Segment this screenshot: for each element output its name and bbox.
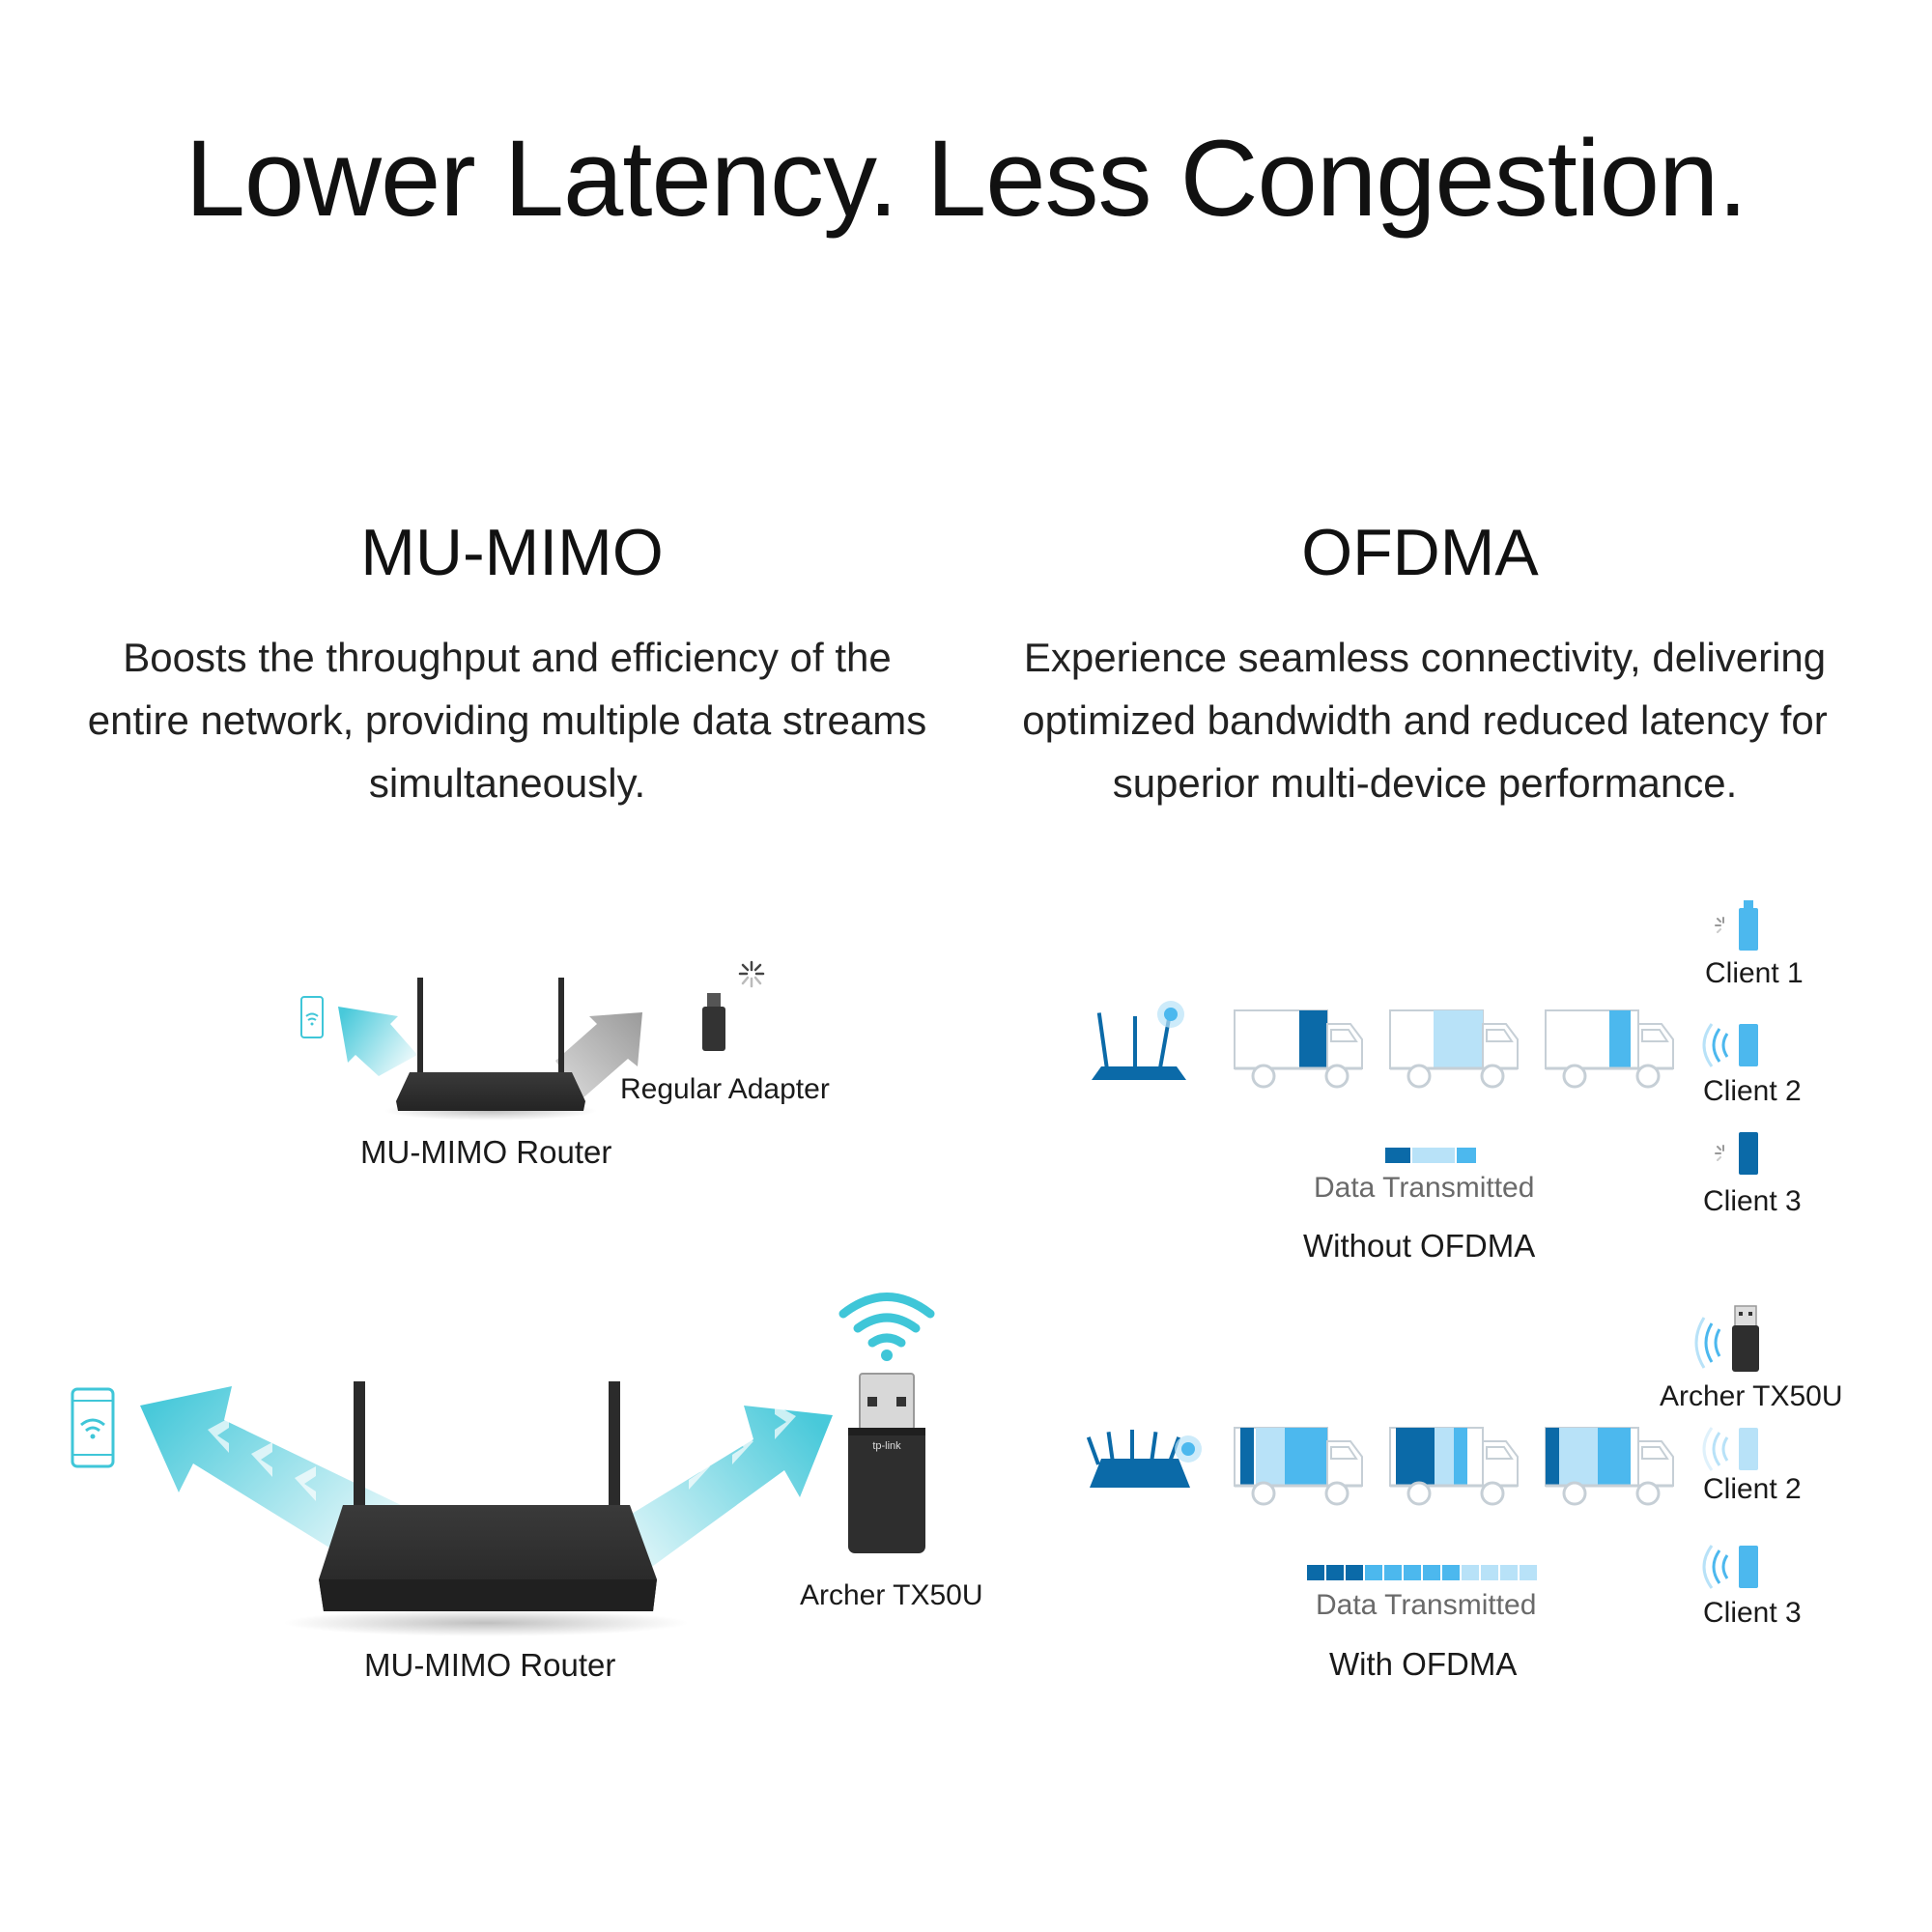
beam-arrow-right-large [580, 1406, 833, 1584]
regular-adapter-icon [702, 993, 725, 1051]
without-client-3-icon [1715, 1132, 1758, 1175]
with-data-bar [1307, 1565, 1537, 1580]
with-ofdma-illustration [1086, 1305, 1759, 1589]
without-data-label: Data Transmitted [1314, 1172, 1535, 1204]
regular-adapter-label: Regular Adapter [620, 1073, 830, 1105]
ofdma-description: Experience seamless connectivity, delive… [1022, 635, 1828, 806]
tp-link-logo: tp-link [872, 1440, 901, 1452]
loading-spinner-icon [738, 960, 765, 988]
top-router-label: MU-MIMO Router [360, 1134, 612, 1170]
with-client-2-label: Client 2 [1703, 1473, 1802, 1505]
with-archer-label: Archer TX50U [1660, 1380, 1843, 1412]
with-archer-client-icon [1694, 1305, 1759, 1372]
truck-icon [1234, 1009, 1363, 1089]
without-client-3-label: Client 3 [1703, 1185, 1802, 1217]
beam-arrow-right-gray [555, 1012, 642, 1099]
truck-icon [1545, 1009, 1674, 1089]
without-router-icon [1092, 1001, 1186, 1080]
without-ofdma-illustration [1092, 900, 1758, 1175]
truck-icon [1389, 1009, 1519, 1089]
archer-tx50u-adapter-icon: tp-link [848, 1373, 925, 1553]
without-client-1-icon [1715, 900, 1758, 951]
truck-icon [1389, 1427, 1519, 1506]
mu-mimo-description: Boosts the throughput and efficiency of … [87, 635, 927, 806]
without-client-1-label: Client 1 [1705, 957, 1804, 989]
with-ofdma-caption: With OFDMA [1329, 1646, 1518, 1682]
mu-mimo-title: MU-MIMO [360, 516, 664, 589]
beam-arrow-left-small [338, 1007, 417, 1076]
archer-adapter-label: Archer TX50U [800, 1579, 983, 1611]
with-router-icon [1086, 1430, 1202, 1488]
phone-icon [300, 996, 324, 1038]
without-ofdma-caption: Without OFDMA [1303, 1228, 1536, 1264]
with-client-3-icon [1702, 1545, 1758, 1589]
truck-icon [1545, 1427, 1674, 1506]
bottom-router-label: MU-MIMO Router [364, 1647, 616, 1683]
ofdma-title: OFDMA [1301, 516, 1539, 589]
top-router-icon [396, 1072, 585, 1111]
without-data-bar [1385, 1148, 1476, 1163]
phone-icon-large [71, 1387, 115, 1468]
with-data-label: Data Transmitted [1316, 1589, 1537, 1621]
truck-icon [1234, 1427, 1363, 1506]
without-client-2-label: Client 2 [1703, 1075, 1802, 1107]
without-client-2-icon [1702, 1023, 1758, 1067]
top-mu-mimo-illustration [300, 960, 765, 1121]
bottom-mu-mimo-illustration: tp-link [71, 1293, 935, 1636]
wifi-icon [838, 1293, 935, 1348]
with-client-2-icon [1702, 1427, 1758, 1471]
headline: Lower Latency. Less Congestion. [185, 118, 1748, 239]
with-client-3-label: Client 3 [1703, 1597, 1802, 1629]
